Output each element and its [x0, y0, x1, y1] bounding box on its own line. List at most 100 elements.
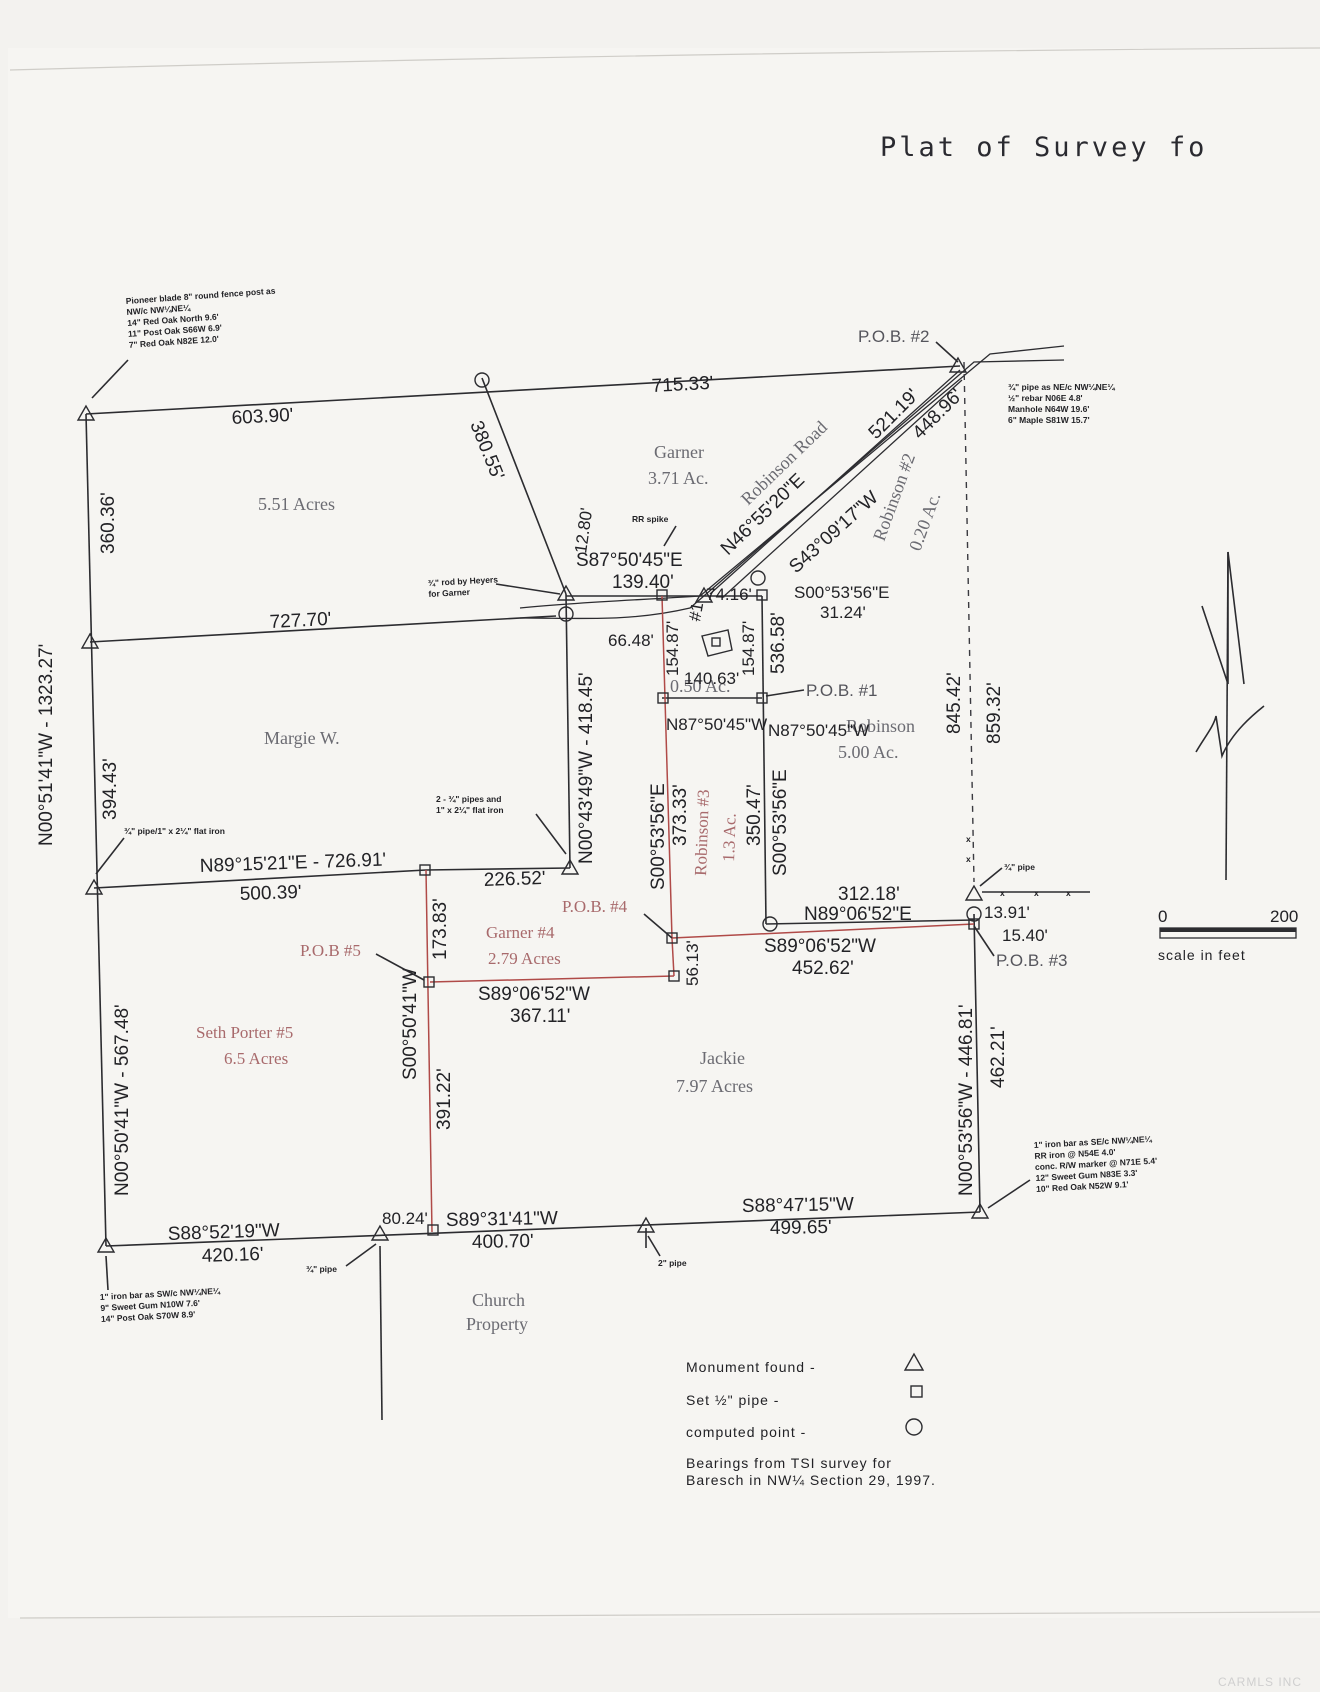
svg-text:226.52': 226.52': [483, 868, 545, 891]
seth-porter-acres: 6.5 Acres: [224, 1049, 288, 1068]
svg-text:S88°47'15"W: S88°47'15"W: [742, 1194, 854, 1217]
legend-set-pipe: Set ½" pipe -: [686, 1392, 779, 1408]
svg-text:603.90': 603.90': [231, 405, 294, 429]
bearings-note-2: Baresch in NW¼ Section 29, 1997.: [686, 1472, 936, 1488]
garner-label: Garner: [654, 442, 704, 462]
bearings-note-1: Bearings from TSI survey for: [686, 1455, 892, 1471]
svg-text:x: x: [1000, 888, 1005, 898]
svg-text:¾" rod by Heyers: ¾" rod by Heyers: [428, 574, 499, 588]
svg-text:536.58': 536.58': [768, 612, 789, 674]
svg-text:x: x: [1034, 888, 1039, 898]
svg-text:N89°06'52"E: N89°06'52"E: [804, 904, 912, 925]
house-symbol: #1: [685, 601, 733, 657]
svg-text:NW/c NW¼NE¼: NW/c NW¼NE¼: [126, 302, 191, 316]
svg-text:10" Red Oak N52W 9.1': 10" Red Oak N52W 9.1': [1036, 1179, 1129, 1194]
svg-text:S88°52'19"W: S88°52'19"W: [167, 1220, 280, 1245]
property-label: Property: [466, 1314, 528, 1334]
svg-text:x: x: [966, 854, 971, 864]
pob-labels: P.O.B. #2 P.O.B. #1 P.O.B. #3 P.O.B. #4 …: [300, 327, 1068, 981]
triangle-icon: [903, 1352, 925, 1371]
plat-title: Plat of Survey fo: [880, 132, 1207, 163]
svg-text:¾" pipe as NE/c NW¼NE¼: ¾" pipe as NE/c NW¼NE¼: [1008, 382, 1115, 392]
svg-text:N87°50'45"W: N87°50'45"W: [666, 715, 767, 734]
svg-text:845.42': 845.42': [944, 672, 965, 734]
svg-text:74.16': 74.16': [706, 585, 752, 604]
sheet-top-edge: [9, 47, 1320, 71]
svg-text:391.22': 391.22': [434, 1068, 455, 1130]
svg-text:S89°06'52"W: S89°06'52"W: [478, 984, 590, 1005]
sw-corner-note: 1" iron bar as SW/c NW¼NE¼ 9" Sweet Gum …: [100, 1286, 221, 1324]
rod-note: ¾" rod by Heyers for Garner: [428, 574, 499, 599]
set-pipe-markers: [419, 589, 980, 1236]
svg-text:80.24': 80.24': [382, 1209, 428, 1228]
svg-text:154.87': 154.87': [663, 621, 682, 676]
svg-text:200: 200: [1270, 907, 1298, 926]
margie-label: Margie W.: [264, 728, 340, 748]
svg-text:400.70': 400.70': [472, 1231, 534, 1253]
pob-5: P.O.B #5: [300, 941, 361, 960]
svg-text:N00°43'49"W - 418.45': N00°43'49"W - 418.45': [576, 672, 597, 864]
paper-sheet: [8, 48, 1320, 1618]
pipes-note: 2 - ¾" pipes and 1" x 2¼" flat iron: [436, 794, 504, 815]
svg-text:2 - ¾" pipes and: 2 - ¾" pipes and: [436, 794, 501, 804]
svg-text:66.48': 66.48': [608, 631, 654, 650]
nw-note-leader: [91, 359, 129, 399]
area-551: 5.51 Acres: [258, 494, 335, 514]
legend: Monument found - Set ½" pipe - computed …: [686, 1352, 936, 1488]
robinson3-acres: 1.3 Ac.: [719, 813, 740, 862]
svg-text:420.16': 420.16': [201, 1244, 263, 1267]
pob-4: P.O.B. #4: [562, 897, 628, 916]
pob-3: P.O.B. #3: [996, 951, 1068, 970]
ne-corner-note: ¾" pipe as NE/c NW¼NE¼ ½" rebar N06E 4.8…: [1008, 382, 1115, 425]
svg-text:S00°53'56"E: S00°53'56"E: [770, 769, 791, 876]
pipe-flat-note: ¾" pipe/1" x 2¼" flat iron: [124, 826, 225, 836]
svg-text:15.40': 15.40': [1002, 926, 1048, 945]
svg-text:N87°50'45"W: N87°50'45"W: [768, 721, 869, 740]
circle-icon: [905, 1418, 923, 1436]
svg-text:312.18': 312.18': [838, 884, 900, 905]
svg-text:1" x 2¼" flat iron: 1" x 2¼" flat iron: [436, 805, 504, 815]
garner4-acres: 2.79 Acres: [488, 949, 561, 968]
watermark: CARMLS INC: [1218, 1675, 1302, 1689]
svg-text:S00°53'56"E: S00°53'56"E: [648, 783, 669, 890]
svg-text:31.24': 31.24': [820, 603, 866, 622]
robinson-acres: 5.00 Ac.: [838, 742, 899, 762]
svg-text:13.91': 13.91': [984, 903, 1030, 922]
svg-text:N00°51'41"W - 1323.27': N00°51'41"W - 1323.27': [36, 644, 57, 846]
svg-text:x: x: [1066, 888, 1071, 898]
svg-text:154.87': 154.87': [739, 621, 758, 676]
svg-text:S00°53'56"E: S00°53'56"E: [794, 583, 889, 602]
boundary-lines: [85, 365, 981, 1421]
svg-text:6" Maple S81W 15.7': 6" Maple S81W 15.7': [1008, 415, 1090, 425]
dashed-east-line: [963, 361, 975, 883]
svg-text:0: 0: [1158, 907, 1167, 926]
svg-text:scale in feet: scale in feet: [1158, 947, 1246, 963]
computed-point-markers: [474, 372, 982, 932]
square-icon: [910, 1385, 923, 1398]
svg-text:367.11': 367.11': [510, 1006, 570, 1027]
svg-text:S89°31'41"W: S89°31'41"W: [446, 1208, 558, 1231]
legend-computed-point: computed point -: [686, 1424, 806, 1440]
pipe-note-south: ¾" pipe: [306, 1264, 337, 1274]
pipe-note-east: ¾" pipe: [1004, 862, 1035, 872]
north-arrow-icon: [1195, 551, 1265, 881]
se-corner-note: 1" iron bar as SE/c NW¼NE¼ RR iron @ N54…: [1034, 1134, 1158, 1194]
scale-bar: 0 200 scale in feet: [1158, 907, 1298, 963]
svg-text:394.43': 394.43': [100, 758, 121, 820]
pob-2: P.O.B. #2: [858, 327, 930, 346]
svg-text:360.36': 360.36': [98, 492, 119, 554]
garner-acres: 3.71 Ac.: [648, 468, 709, 488]
seth-porter-label: Seth Porter #5: [196, 1023, 293, 1042]
sheet-bottom-edge: [19, 1611, 1320, 1619]
jackie-acres: 7.97 Acres: [676, 1076, 753, 1096]
legend-monument-found: Monument found -: [686, 1359, 816, 1375]
svg-text:500.39': 500.39': [239, 882, 301, 905]
svg-text:139.40': 139.40': [612, 572, 674, 593]
svg-text:859.32': 859.32': [984, 682, 1005, 744]
svg-text:14" Post Oak S70W 8.9': 14" Post Oak S70W 8.9': [101, 1309, 196, 1324]
svg-text:RR iron @ N54E 4.0': RR iron @ N54E 4.0': [1034, 1147, 1116, 1161]
svg-text:727.70': 727.70': [269, 609, 332, 633]
robinson3-label: Robinson #3: [691, 789, 713, 876]
red-boundary-lines: [425, 595, 975, 1233]
